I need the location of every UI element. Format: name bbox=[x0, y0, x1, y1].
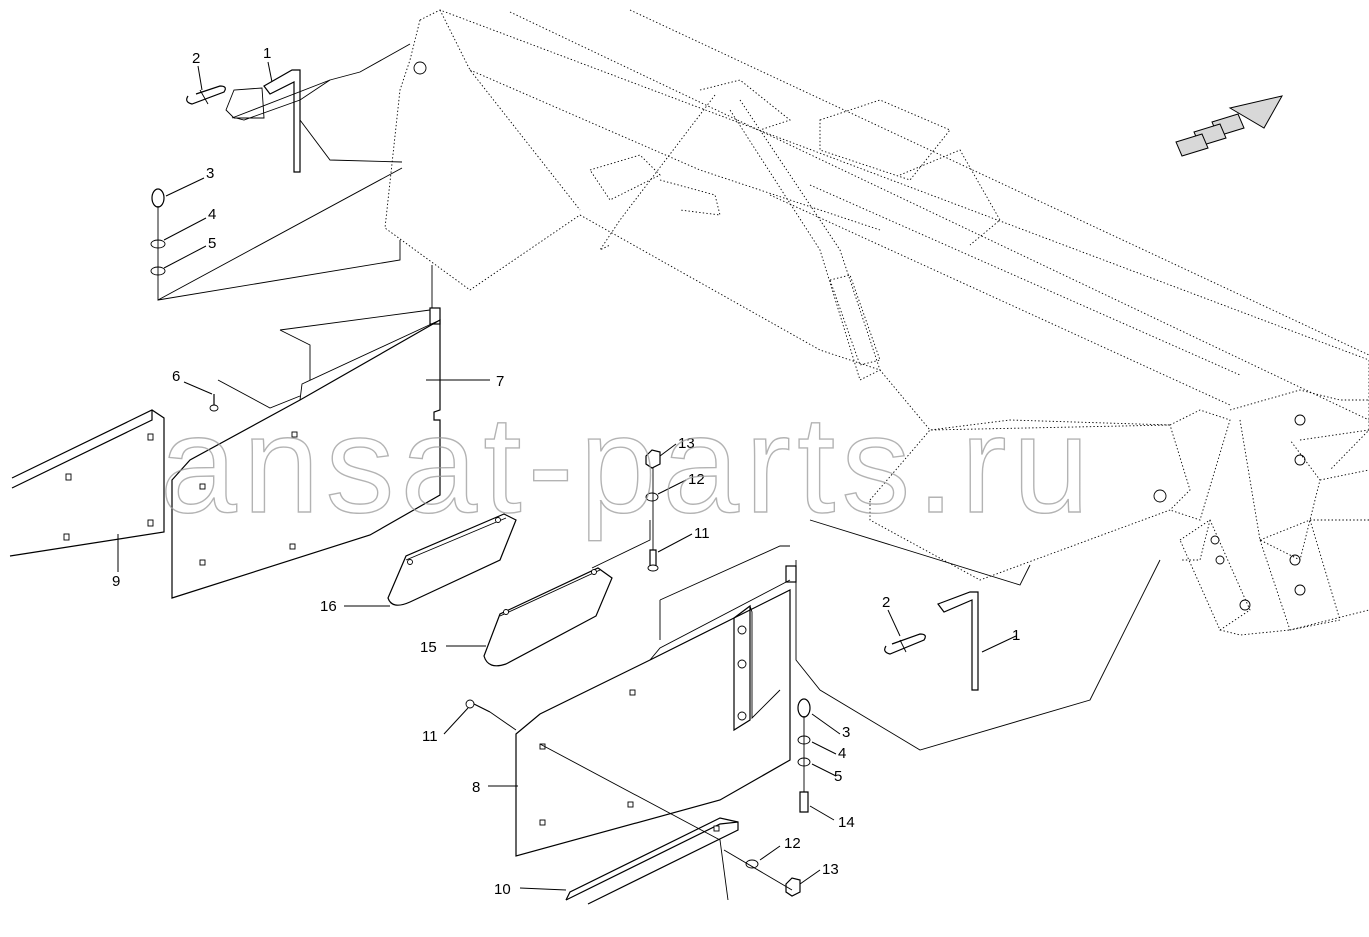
callout-10: 10 bbox=[494, 881, 511, 898]
callout-7: 7 bbox=[496, 373, 504, 390]
callout-6: 6 bbox=[172, 368, 180, 385]
callout-8: 8 bbox=[472, 779, 480, 796]
callout-1-top: 1 bbox=[263, 45, 271, 62]
watermark: ansat-parts.ru bbox=[160, 388, 1095, 542]
callout-1-right: 1 bbox=[1012, 627, 1020, 644]
hardware-stack-upper bbox=[645, 449, 661, 572]
callout-9: 9 bbox=[112, 573, 120, 590]
bolt-part-6 bbox=[209, 379, 301, 412]
panel-part-9 bbox=[9, 409, 165, 557]
callout-2-right: 2 bbox=[882, 594, 890, 611]
bar-part-10 bbox=[539, 743, 739, 905]
bolt-part-11-lower bbox=[465, 699, 517, 731]
flap-part-16 bbox=[387, 513, 517, 606]
main-frame bbox=[384, 9, 1369, 636]
pin-part-1-right bbox=[937, 591, 979, 691]
callout-5-top: 5 bbox=[208, 235, 216, 252]
direction-arrow-icon bbox=[1175, 95, 1283, 157]
callout-14: 14 bbox=[838, 814, 855, 831]
callout-12-top: 12 bbox=[688, 471, 705, 488]
flap-part-15 bbox=[483, 520, 651, 667]
callout-11-top: 11 bbox=[694, 525, 710, 542]
callout-15: 15 bbox=[420, 639, 437, 656]
pin-part-1-top bbox=[225, 69, 331, 173]
leader-lines bbox=[117, 61, 1017, 891]
callout-4-right: 4 bbox=[838, 745, 846, 762]
callout-3-right: 3 bbox=[842, 724, 850, 741]
callout-13-bottom: 13 bbox=[822, 861, 839, 878]
lynch-pin-part-2-right bbox=[884, 633, 926, 655]
shield-part-8 bbox=[515, 519, 1161, 857]
callout-11-left: 11 bbox=[422, 728, 438, 745]
callout-3-top: 3 bbox=[206, 165, 214, 182]
callout-5-right: 5 bbox=[834, 768, 842, 785]
callout-labels: 1 2 3 4 5 6 7 9 13 12 11 16 15 2 1 11 3 … bbox=[112, 45, 1020, 898]
callout-12-bottom: 12 bbox=[784, 835, 801, 852]
eyebolt-part-3-right bbox=[797, 698, 811, 813]
callout-13-top: 13 bbox=[678, 435, 695, 452]
callout-16: 16 bbox=[320, 598, 337, 615]
lynch-pin-part-2-top bbox=[186, 85, 226, 105]
callout-2-top: 2 bbox=[192, 50, 200, 67]
hardware-stack-lower bbox=[723, 849, 801, 897]
mount-outline-top bbox=[157, 43, 411, 301]
callout-4-top: 4 bbox=[208, 206, 216, 223]
shield-part-7 bbox=[171, 265, 441, 599]
